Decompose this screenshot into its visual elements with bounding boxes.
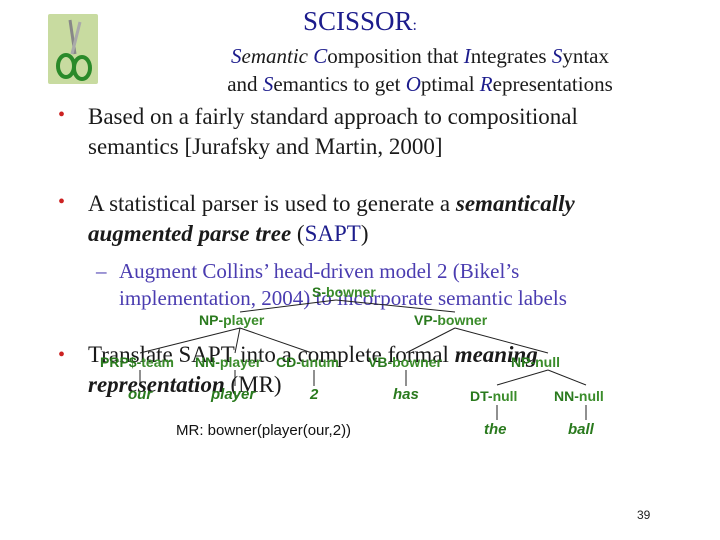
bullet-marker: • <box>58 191 66 213</box>
acronym-letter: R <box>479 72 493 96</box>
tree-node-root: S-bowner <box>312 284 376 300</box>
page-number: 39 <box>637 508 651 522</box>
tree-node-prp: PRP$-team <box>100 354 174 370</box>
node-syntax: S <box>312 284 322 300</box>
tree-node-cd: CD-unum <box>276 354 340 370</box>
subtitle-word: ntegrates <box>470 44 552 68</box>
acronym-letter: I <box>463 44 471 68</box>
tree-edge <box>496 369 549 386</box>
node-syntax: NP <box>199 312 219 328</box>
node-semantic: unum <box>300 354 340 370</box>
node-syntax: VB <box>368 354 388 370</box>
acronym-letter: S <box>551 44 563 68</box>
acronym-letter: C <box>313 44 328 68</box>
tree-edge <box>139 327 241 354</box>
tree-leaf-ball: ball <box>568 421 594 438</box>
node-semantic: bowner <box>392 354 442 370</box>
node-semantic: bowner <box>437 312 488 328</box>
emphasis-text: semantically <box>455 191 575 216</box>
tree-node-vb: VB-bowner <box>368 354 442 370</box>
mr-result: MR: bowner(player(our,2)) <box>176 422 352 439</box>
slide-title: SCISSOR: <box>0 6 720 37</box>
sub-bullet-line-2: implementation, 2004) to incorporate sem… <box>119 286 567 310</box>
title-text: SCISSOR <box>302 6 413 36</box>
title-colon: : <box>412 17 417 34</box>
emphasis-text: augmented parse tree <box>88 221 292 246</box>
sub-bullet-line-1: Augment Collins’ head-driven model 2 (Bi… <box>119 259 520 283</box>
node-semantic: player <box>223 312 265 328</box>
bullet-text: ( <box>291 221 305 246</box>
tree-node-nn-null: NN-null <box>554 388 604 404</box>
bullet-2-line-2: augmented parse tree (SAPT) <box>88 219 369 248</box>
subtitle-word: omposition that <box>327 44 464 68</box>
scissors-logo <box>48 14 98 84</box>
subtitle-word: ptimal <box>420 72 480 96</box>
bullet-text: (MR) <box>224 372 282 397</box>
subtitle-line-1: Semantic Composition that Integrates Syn… <box>120 44 720 69</box>
node-syntax: NN <box>554 388 575 404</box>
acronym-letter: O <box>405 72 421 96</box>
subtitle-line-2: and Semantics to get Optimal Representat… <box>120 72 720 97</box>
tree-edge <box>547 369 587 386</box>
tree-node-vp: VP-bowner <box>414 312 488 328</box>
node-syntax: PRP$ <box>100 354 137 370</box>
tree-leaf-our: our <box>128 386 153 403</box>
node-syntax: DT <box>470 388 488 404</box>
bullet-3-line-2: representation (MR) <box>88 370 282 399</box>
subtitle-word: emantics to get <box>273 72 406 96</box>
tree-node-np: NP-player <box>199 312 265 328</box>
node-semantic: null <box>578 388 604 404</box>
bullet-2-line-1: A statistical parser is used to generate… <box>88 189 575 218</box>
tree-leaf-has: has <box>393 386 419 403</box>
subtitle-word: and <box>227 72 263 96</box>
tree-node-np-null: NP-null <box>511 354 561 370</box>
tree-edge <box>239 327 313 354</box>
tree-edge <box>454 327 549 354</box>
bullet-1-line-2: semantics [Jurafsky and Martin, 2000] <box>88 134 443 159</box>
tree-node-dt: DT-null <box>470 388 518 404</box>
node-semantic: null <box>492 388 518 404</box>
tree-node-nn-player: NN-player <box>195 354 262 370</box>
node-semantic: null <box>535 354 561 370</box>
sapt-acronym: SAPT <box>304 221 361 246</box>
emphasis-text: representation <box>88 372 225 397</box>
bullet-marker: • <box>58 344 66 366</box>
node-syntax: NP <box>511 354 531 370</box>
bullet-text: A statistical parser is used to generate… <box>88 191 456 216</box>
tree-leaf-2: 2 <box>310 386 319 403</box>
tree-edge <box>405 327 456 354</box>
subtitle-word: epresentations <box>492 72 613 96</box>
acronym-letter: S <box>262 72 274 96</box>
tree-edge <box>234 327 241 354</box>
tree-leaf-player: player <box>211 386 256 403</box>
acronym-letter: S <box>231 44 242 68</box>
node-semantic: player <box>219 354 262 370</box>
bullet-text: ) <box>360 221 369 246</box>
node-syntax: CD <box>276 354 297 370</box>
bullet-text: Translate SAPT into a complete formal <box>88 342 455 367</box>
node-semantic: team <box>141 354 174 370</box>
tree-edge <box>239 299 337 313</box>
sub-bullet-dash: – <box>96 259 107 283</box>
node-syntax: VP <box>414 312 433 328</box>
node-syntax: NN <box>195 354 216 370</box>
tree-edge <box>335 299 456 313</box>
node-semantic: bowner <box>326 284 376 300</box>
bullet-marker: • <box>58 104 66 126</box>
bullet-1-line-1: Based on a fairly standard approach to c… <box>88 104 578 129</box>
subtitle-word: emantic <box>241 44 314 68</box>
tree-leaf-the: the <box>484 421 507 438</box>
subtitle-word: yntax <box>562 44 609 68</box>
